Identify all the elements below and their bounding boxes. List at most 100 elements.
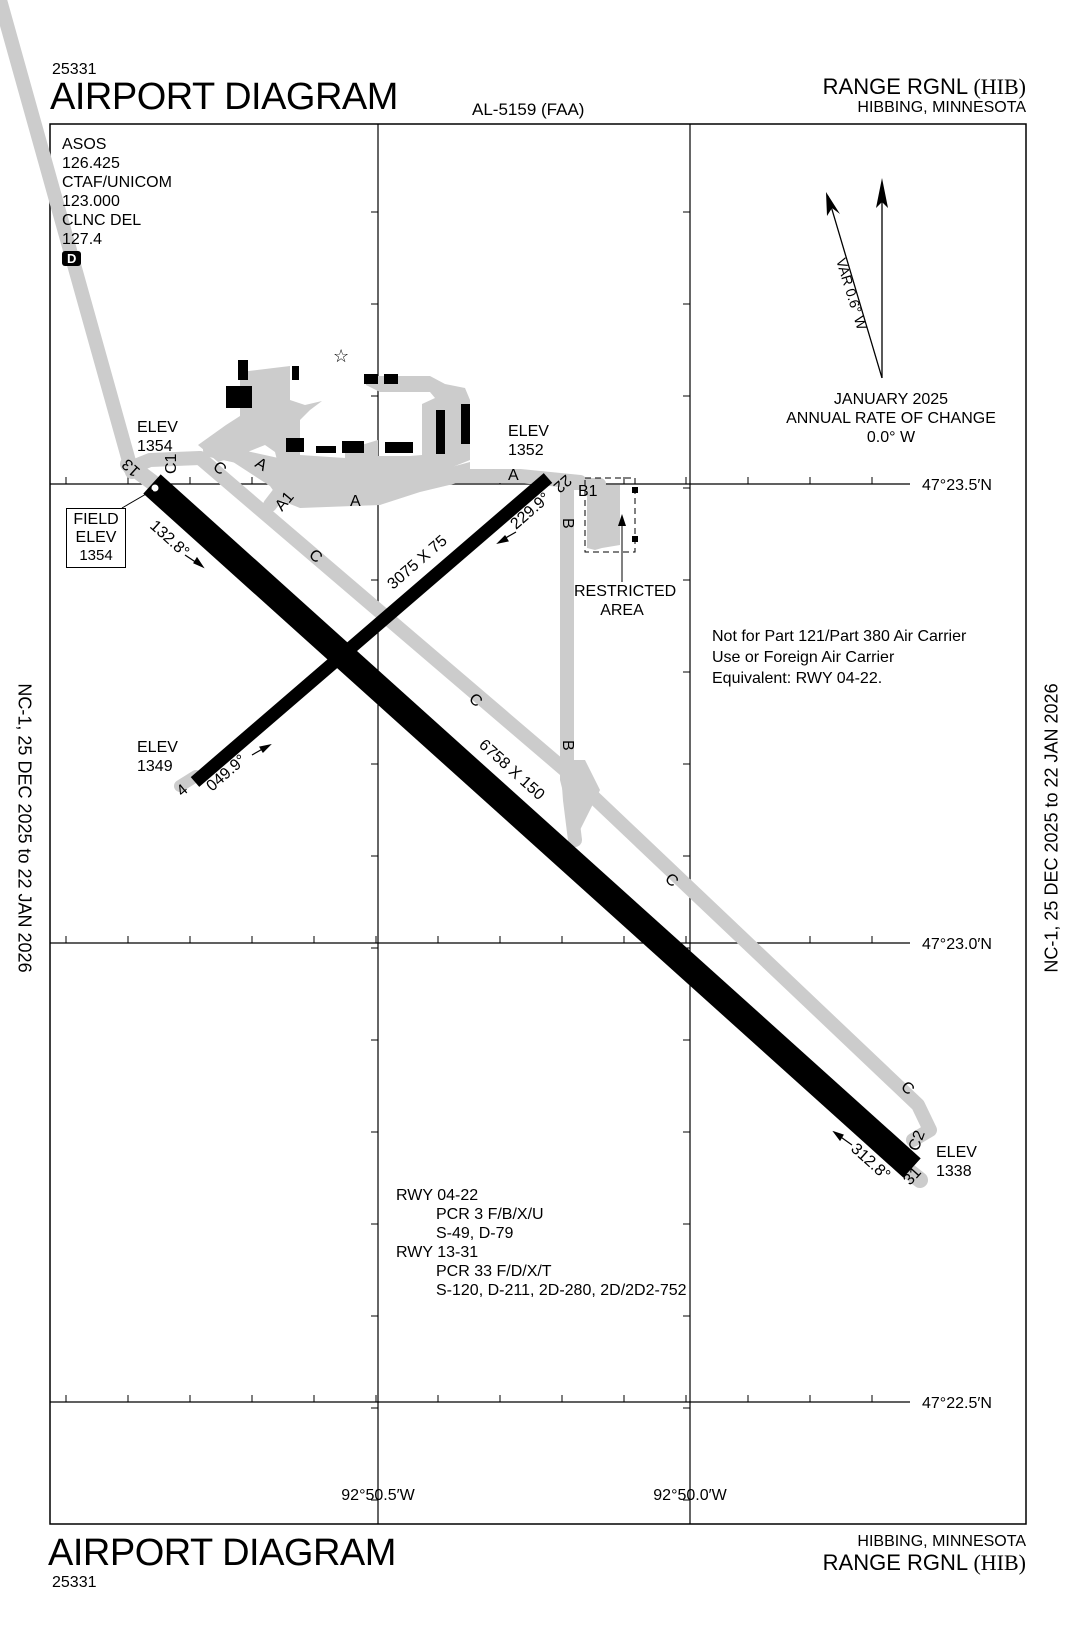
taxiway-label-a: A (508, 467, 519, 484)
hdg-229-arrow-icon (496, 535, 509, 544)
field-elev-box: FIELD ELEV 1354 (66, 508, 126, 568)
north-arrows (826, 178, 888, 379)
field-elev-line2: ELEV (75, 529, 117, 546)
elev-rwy31: ELEV 1338 (936, 1143, 977, 1181)
airport-name-top: RANGE RGNL (HIB) (823, 74, 1026, 100)
freq-asos: ASOS (62, 136, 107, 153)
freq-clnc: CLNC DEL (62, 212, 142, 229)
field-elev-leader (121, 489, 154, 509)
airport-name-bottom: RANGE RGNL (HIB) (823, 1550, 1026, 1576)
pavement-rwy-title: RWY 13-31 (396, 1244, 479, 1261)
elev-rwy4: ELEV 1349 (137, 738, 178, 776)
longitude-label: 92°50.0′W (653, 1487, 727, 1504)
pavement-strength: S-120, D-211, 2D-280, 2D/2D2-752 (436, 1282, 687, 1299)
mag-rate-value: 0.0° W (866, 429, 916, 446)
taxiway-c1 (0, 0, 139, 479)
building (364, 374, 378, 384)
building (286, 438, 304, 452)
taxiway-b-fillet (560, 760, 600, 840)
elev-label: ELEV (137, 739, 178, 756)
magnetic-north-arrow-icon (826, 192, 840, 216)
elev-label: ELEV (936, 1144, 977, 1161)
chart-title-bottom: AIRPORT DIAGRAM (48, 1532, 396, 1574)
restricted-area-label: RESTRICTED AREA (574, 582, 676, 620)
buildings (226, 360, 638, 542)
freq-ctaf-value: 123.000 (62, 193, 120, 210)
elev-rwy13: ELEV 1354 (137, 418, 178, 456)
building (342, 441, 364, 453)
restricted-area-arrow-icon (618, 514, 626, 526)
airport-name: RANGE RGNL (822, 1550, 968, 1575)
freq-ctaf: CTAF/UNICOM (62, 174, 172, 191)
elev-value: 1354 (137, 438, 173, 455)
magnetic-variation: VAR 0.6° W (833, 256, 870, 332)
lat-lon-grid (50, 124, 910, 1524)
elev-rwy22: ELEV 1352 (508, 422, 549, 460)
note-line: Use or Foreign Air Carrier (712, 649, 895, 666)
taxiway-label-c2: C2 (906, 1128, 929, 1153)
taxiway-label-b1: B1 (578, 483, 598, 500)
elev-label: ELEV (137, 419, 178, 436)
mag-rate-label: ANNUAL RATE OF CHANGE (786, 410, 996, 427)
hdg-312-arrow-icon (832, 1130, 844, 1142)
latitude-label: 47°23.5′N (922, 477, 992, 494)
city-state-top: HIBBING, MINNESOTA (857, 99, 1026, 116)
elev-value: 1352 (508, 442, 544, 459)
pavement-strength: S-49, D-79 (436, 1225, 514, 1242)
taxiway-label-b: B (559, 518, 576, 529)
city-state-bottom: HIBBING, MINNESOTA (857, 1533, 1026, 1550)
freq-clnc-value: 127.4 (62, 231, 103, 248)
hdg-049-arrow-icon (259, 744, 272, 753)
runway-13-31 (143, 474, 921, 1178)
magnetic-info: JANUARY 2025 ANNUAL RATE OF CHANGE 0.0° … (776, 390, 1006, 447)
building (238, 360, 248, 380)
elev-value: 1349 (137, 758, 173, 775)
taxiway-label-c1: C1 (163, 453, 180, 474)
runway-04-22 (190, 473, 553, 787)
air-carrier-note: Not for Part 121/Part 380 Air Carrier Us… (712, 626, 966, 689)
field-elev-value: 1354 (79, 547, 113, 564)
rwy13-extension (120, 456, 160, 490)
latitude-label: 47°22.5′N (922, 1395, 992, 1412)
building (292, 366, 299, 380)
building (316, 446, 336, 453)
taxiway-a1 (263, 459, 307, 512)
restricted-line2: AREA (600, 602, 644, 619)
airport-id: (HIB) (973, 1550, 1026, 1575)
chart-title-top: AIRPORT DIAGRAM (50, 76, 398, 118)
building (461, 404, 470, 444)
note-line: Not for Part 121/Part 380 Air Carrier (712, 628, 967, 645)
hdg-132-arrow-icon (193, 556, 205, 569)
beacon-star-icon: ☆ (333, 346, 349, 366)
note-line: Equivalent: RWY 04-22. (712, 670, 883, 687)
latitude-label: 47°23.0′N (922, 936, 992, 953)
pavement-rwy-title: RWY 04-22 (396, 1187, 479, 1204)
airport-id: (HIB) (973, 74, 1026, 99)
magnetic-north-line (827, 195, 883, 379)
taxiway-lines (0, 0, 937, 1188)
longitude-label: 92°50.5′W (341, 1487, 415, 1504)
taxiway-labels: A A A A1 B B B1 C C C C C C1 C2 (163, 453, 929, 1153)
pavement-pcr: PCR 33 F/D/X/T (436, 1263, 552, 1280)
building (226, 386, 252, 408)
heading-arrows (184, 531, 853, 1146)
mag-date: JANUARY 2025 (833, 391, 949, 408)
diagram-frame (49, 123, 1027, 1525)
building (385, 442, 413, 453)
elev-label: ELEV (508, 423, 549, 440)
airport-name: RANGE RGNL (822, 74, 968, 99)
restricted-area-box (584, 477, 636, 553)
pavement-pcr: PCR 3 F/B/X/U (436, 1206, 544, 1223)
frequency-list: ASOS 126.425 CTAF/UNICOM 123.000 CLNC DE… (62, 135, 172, 268)
building (436, 410, 445, 454)
procedure-id: AL-5159 (FAA) (472, 100, 585, 119)
runways (143, 473, 921, 1178)
true-north-arrow-icon (876, 178, 888, 208)
taxiway-c (193, 451, 937, 1147)
grid-ticks (65, 211, 873, 1501)
field-elev-line1: FIELD (73, 511, 119, 528)
elev-value: 1338 (936, 1163, 972, 1180)
restricted-apron (587, 485, 620, 550)
pavement-strength-box: RWY 04-22 PCR 3 F/B/X/U S-49, D-79 RWY 1… (396, 1186, 687, 1300)
